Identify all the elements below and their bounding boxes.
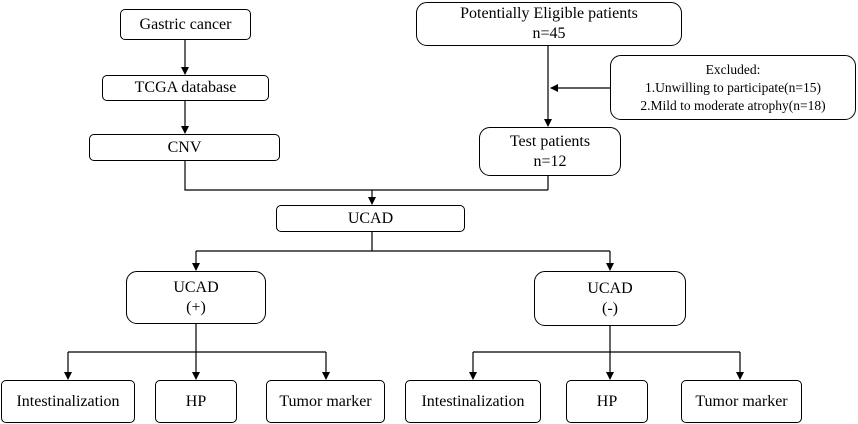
gastric-cancer-label: Gastric cancer	[139, 15, 232, 33]
ucad-positive-label: UCAD	[173, 278, 219, 296]
ucad-positive-box: UCAD (+)	[126, 271, 266, 324]
excluded-reason-1: 1.Unwilling to participate(n=15)	[645, 79, 821, 95]
ucad-label: UCAD	[347, 209, 394, 227]
negative-tumor-marker-label: Tumor marker	[695, 392, 788, 410]
negative-intestinalization-box: Intestinalization	[405, 380, 541, 423]
gastric-cancer-box: Gastric cancer	[120, 9, 251, 40]
test-patients-box: Test patients n=12	[479, 127, 621, 176]
positive-tumor-marker-box: Tumor marker	[266, 380, 385, 423]
eligible-patients-count: n=45	[532, 25, 566, 42]
positive-intestinalization-label: Intestinalization	[16, 392, 120, 410]
negative-intestinalization-label: Intestinalization	[421, 392, 525, 410]
eligible-patients-label: Potentially Eligible patients	[460, 5, 638, 22]
ucad-box: UCAD	[276, 205, 465, 232]
ucad-negative-box: UCAD (-)	[534, 271, 686, 326]
excluded-title: Excluded:	[705, 61, 761, 77]
tcga-database-box: TCGA database	[102, 75, 269, 101]
test-patients-label: Test patients	[509, 132, 591, 150]
ucad-positive-sign: (+)	[186, 298, 206, 316]
cnv-box: CNV	[89, 134, 280, 161]
positive-hp-box: HP	[155, 380, 237, 423]
positive-tumor-marker-label: Tumor marker	[279, 392, 372, 410]
excluded-reason-2: 2.Mild to moderate atrophy(n=18)	[640, 97, 826, 113]
negative-tumor-marker-box: Tumor marker	[681, 380, 802, 423]
excluded-box: Excluded: 1.Unwilling to participate(n=1…	[610, 55, 856, 120]
negative-hp-box: HP	[566, 380, 648, 423]
cnv-label: CNV	[167, 138, 202, 156]
ucad-negative-label: UCAD	[587, 279, 633, 297]
eligible-patients-box: Potentially Eligible patients n=45	[416, 2, 682, 46]
negative-hp-label: HP	[596, 392, 618, 410]
tcga-database-label: TCGA database	[134, 79, 237, 96]
test-patients-count: n=12	[533, 152, 567, 170]
ucad-negative-sign: (-)	[602, 299, 618, 317]
merge-line-left	[184, 161, 548, 191]
positive-hp-label: HP	[185, 392, 207, 410]
positive-intestinalization-box: Intestinalization	[1, 380, 135, 423]
